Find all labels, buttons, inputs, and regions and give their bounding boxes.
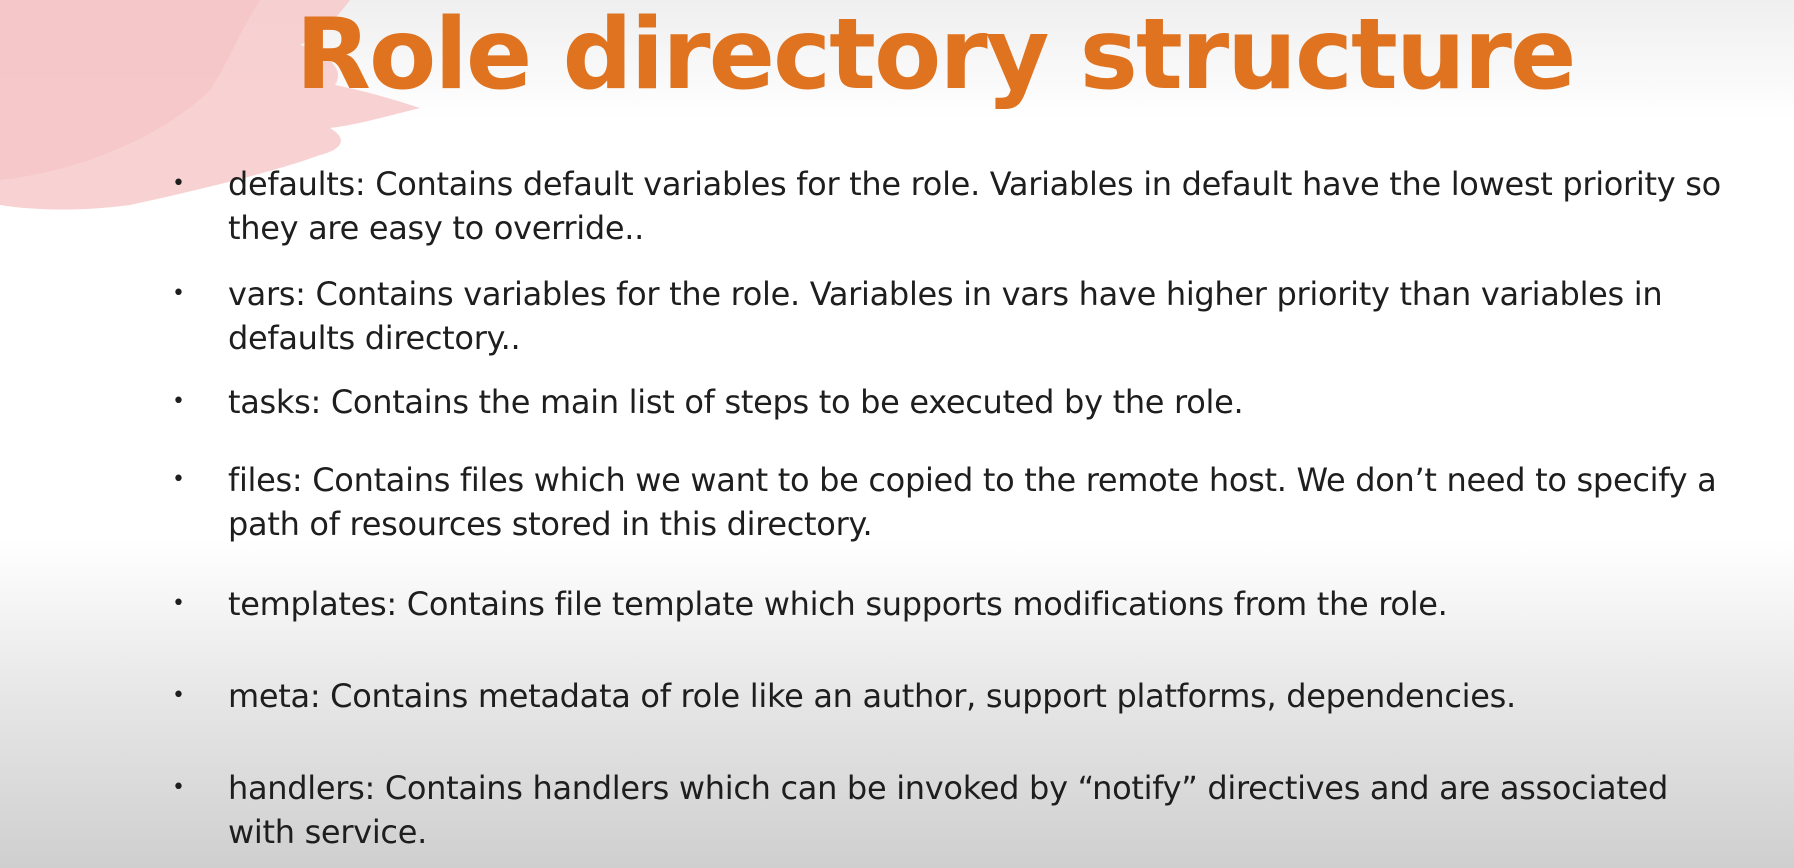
bullet-text: defaults: Contains default variables for… (228, 165, 1721, 247)
list-item-handlers: • handlers: Contains handlers which can … (172, 766, 1732, 854)
bullet-dot: • (172, 467, 185, 492)
list-item-meta: • meta: Contains metadata of role like a… (172, 674, 1732, 718)
brush-stroke-decoration (0, 0, 420, 210)
bullet-text: vars: Contains variables for the role. V… (228, 275, 1663, 357)
bullet-text: meta: Contains metadata of role like an … (228, 677, 1516, 715)
bullet-text: templates: Contains file template which … (228, 585, 1448, 623)
bullet-dot: • (172, 683, 185, 708)
bullet-dot: • (172, 775, 185, 800)
bullet-text: files: Contains files which we want to b… (228, 461, 1717, 543)
bullet-dot: • (172, 389, 185, 414)
list-item-templates: • templates: Contains file template whic… (172, 582, 1732, 626)
list-item-files: • files: Contains files which we want to… (172, 458, 1732, 546)
bullet-dot: • (172, 591, 185, 616)
list-item-defaults: • defaults: Contains default variables f… (172, 162, 1732, 250)
list-item-vars: • vars: Contains variables for the role.… (172, 272, 1732, 360)
bullet-text: tasks: Contains the main list of steps t… (228, 383, 1244, 421)
list-item-tasks: • tasks: Contains the main list of steps… (172, 380, 1732, 424)
slide-title: Role directory structure (295, 0, 1577, 112)
bullet-dot: • (172, 281, 185, 306)
bullet-text: handlers: Contains handlers which can be… (228, 769, 1669, 851)
bullet-dot: • (172, 171, 185, 196)
